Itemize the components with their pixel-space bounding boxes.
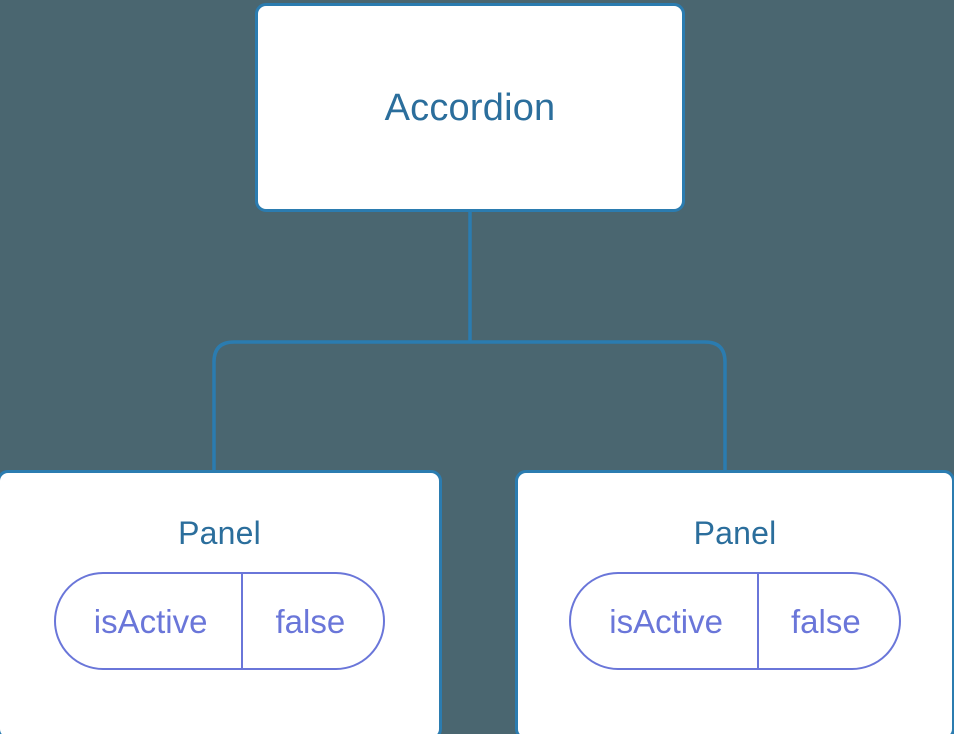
- node-panel-2-title: Panel: [693, 515, 777, 551]
- node-panel-2-prop-badge: isActive false: [569, 572, 901, 670]
- node-panel-2[interactable]: Panel isActive false: [515, 470, 954, 734]
- edge-root-to-panel-left: [212, 340, 470, 472]
- prop-key: isActive: [93, 602, 208, 640]
- edge-root-to-panel-right: [470, 340, 727, 472]
- node-panel-1-title: Panel: [178, 515, 261, 551]
- node-panel-1-prop-badge: isActive false: [53, 572, 386, 670]
- prop-key: isActive: [609, 602, 723, 640]
- prop-value: false: [756, 574, 899, 668]
- prop-value: false: [241, 574, 383, 668]
- node-accordion[interactable]: Accordion: [255, 3, 685, 212]
- node-panel-1[interactable]: Panel isActive false: [0, 470, 442, 734]
- node-accordion-title: Accordion: [384, 86, 556, 129]
